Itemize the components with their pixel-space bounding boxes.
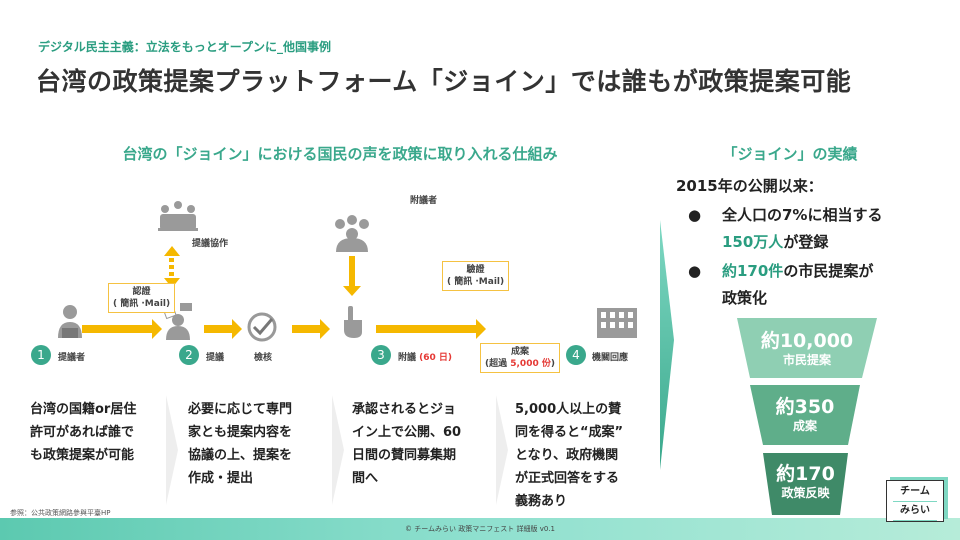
funnel-value: 約350 (775, 396, 835, 418)
funnel-chart (737, 318, 877, 515)
funnel-tier-2 (750, 385, 860, 445)
bullet-dot-1: ● (688, 206, 702, 224)
step-desc-1: 台湾の国籍or居住許可があれば誰でも政策提案が可能 (30, 398, 136, 467)
desc-line: 日間の賛同募集期 (352, 448, 457, 463)
separator-chevron (332, 395, 344, 505)
step-desc-4: 5,000人以上の賛同を得ると“成案” となり、政府機関が正式回答をする義務あり (515, 398, 623, 513)
collab-double-arrow (164, 246, 180, 288)
arrow-down (343, 256, 361, 296)
funnel-tier-3 (763, 453, 848, 515)
logo-line-1: チーム (893, 483, 937, 502)
arrow-2 (204, 319, 242, 339)
separator-chevron (496, 395, 508, 505)
policy-count-highlight: 約170件 (722, 262, 784, 280)
logo-line-2: みらい (893, 502, 937, 521)
step-3-text: 附議 (398, 353, 417, 363)
auth-method: ( 簡訊 ·Mail) (113, 299, 171, 309)
arrow-3 (292, 319, 330, 339)
bullet-2-line-2: 政策化 (722, 289, 768, 307)
desc-line: 許可があれば誰で (30, 425, 135, 440)
arrow-4 (376, 319, 486, 339)
funnel-tier-1 (737, 318, 877, 378)
collab-icon (158, 201, 198, 231)
step-3-days: (60 日) (419, 353, 453, 363)
pass-value: 5,000 份 (510, 359, 551, 369)
column-separators (166, 395, 508, 505)
step-desc-3: 承認されるとジョイン上で公開、60 日間の賛同募集期間へ (352, 398, 461, 490)
auth-box: 認證 ( 簡訊 ·Mail) (108, 283, 176, 313)
auth-title: 認證 (132, 287, 151, 297)
government-building-icon (597, 308, 637, 338)
funnel-value: 約10,000 (760, 330, 854, 352)
bullet-dot-2: ● (688, 262, 702, 280)
proposer-icon (58, 305, 82, 338)
desc-line: 間へ (352, 471, 379, 486)
process-diagram (58, 201, 637, 342)
step-desc-2: 必要に応じて専門家とも提案内容を協議の上、提案を作成・提出 (188, 398, 292, 490)
pass-threshold: (超過 5,000 份) (485, 358, 555, 370)
collab-label: 提議協作 (192, 239, 229, 249)
desc-line: 作成・提出 (188, 471, 254, 486)
pass-box: 成案(超過 5,000 份) (480, 343, 560, 373)
bullet-1-suffix: が登録 (783, 233, 829, 251)
desc-line: 義務あり (515, 494, 568, 509)
funnel-caption: 成案 (792, 419, 817, 433)
footer-bar: © チームみらい 政策マニフェスト 詳細版 v0.1 (0, 518, 960, 540)
bullet-1-line-2: 150万人が登録 (722, 229, 828, 256)
verify-box: 驗證 ( 簡訊 ·Mail) (442, 261, 510, 291)
funnel-caption: 市民提案 (782, 353, 831, 367)
funnel-value: 約170 (776, 463, 835, 485)
desc-line: が正式回答をする (515, 471, 620, 486)
check-icon (247, 312, 277, 342)
pass-title: 成案 (510, 347, 529, 357)
arrow-1 (82, 319, 162, 339)
step-number-4: 4 (566, 345, 586, 365)
step-label-3: 附議 (60 日) (398, 350, 452, 363)
step-number-2: 2 (179, 345, 199, 365)
verify-method: ( 簡訊 ·Mail) (447, 277, 505, 287)
team-mirai-logo: チームみらい (886, 480, 944, 522)
verify-title: 驗證 (466, 265, 485, 275)
results-heading: 「ジョイン」の実績 (722, 145, 858, 163)
desc-line: 家とも提案内容を (188, 425, 293, 440)
step-label-4: 機關回應 (592, 353, 629, 363)
section-subtitle: デジタル民主主義：立法をもっとオープンに_他国事例 (38, 40, 332, 54)
diagram-heading: 台湾の「ジョイン」における国民の声を政策に取り入れる仕組み (122, 145, 558, 163)
desc-line: イン上で公開、60 (352, 425, 462, 440)
registered-users-highlight: 150万人 (722, 233, 784, 251)
tap-hand-icon (344, 306, 362, 338)
bullet-2-line-1: 約170件の市民提案が (722, 258, 873, 285)
desc-line: も政策提案が可能 (30, 448, 135, 463)
results-intro: 2015年の公開以来： (676, 177, 823, 195)
funnel-caption: 政策反映 (781, 486, 830, 500)
pass-suffix: ) (550, 359, 555, 369)
desc-line: 5,000人以上の賛 (515, 402, 622, 417)
step-label-1: 提議者 (58, 353, 86, 363)
desc-line: となり、政府機関 (515, 448, 619, 463)
reference-note: 参照：公共政策網路參與平臺HP (10, 509, 111, 517)
desc-line: 必要に応じて専門 (188, 402, 293, 417)
desc-line: 承認されるとジョ (352, 402, 457, 417)
bullet-2-text: の市民提案が (783, 262, 874, 280)
big-chevron-arrow (660, 220, 674, 470)
pass-prefix: (超過 (485, 359, 511, 369)
step-label-review: 檢核 (254, 353, 273, 363)
supporters-icon (335, 215, 369, 252)
step-number-1: 1 (31, 345, 51, 365)
step-label-2: 提議 (206, 353, 225, 363)
separator-chevron (166, 395, 178, 505)
bullet-1-line-1: 全人口の7%に相当する (722, 206, 883, 224)
desc-line: 同を得ると“成案” (515, 425, 624, 440)
desc-line: 台湾の国籍or居住 (30, 402, 137, 417)
desc-line: 協議の上、提案を (188, 448, 293, 463)
page-title: 台湾の政策提案プラットフォーム「ジョイン」では誰もが政策提案可能 (36, 67, 852, 96)
step-number-3: 3 (371, 345, 391, 365)
supporters-label: 附議者 (410, 196, 438, 206)
